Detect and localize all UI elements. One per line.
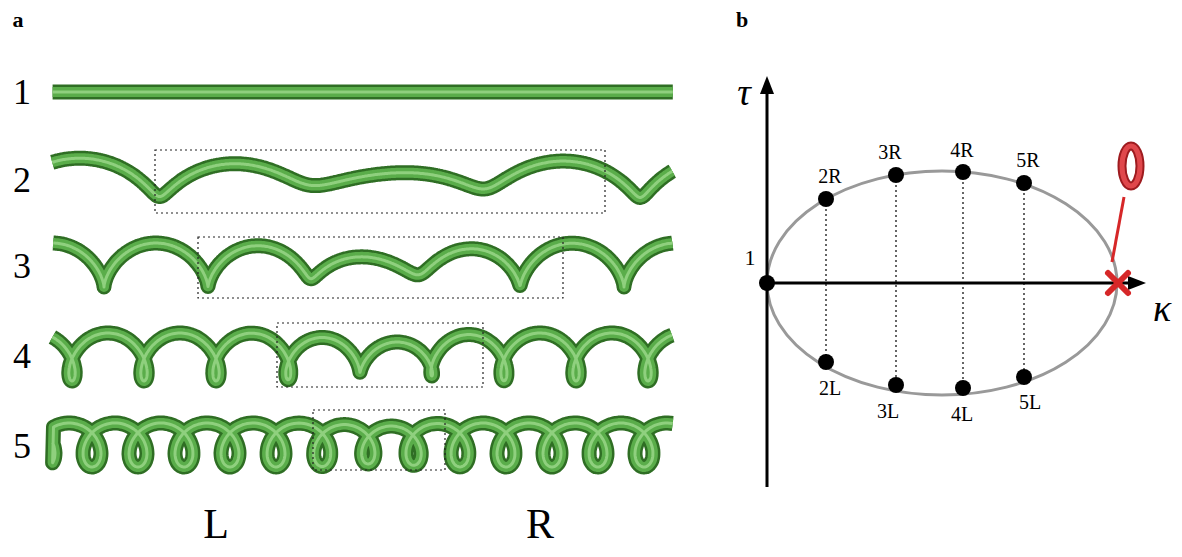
rod bbox=[53, 423, 673, 467]
label: 2R bbox=[818, 166, 841, 186]
rod bbox=[52, 158, 672, 197]
label: 4L bbox=[951, 404, 973, 424]
rod bbox=[53, 243, 672, 287]
arrow-head bbox=[760, 76, 774, 94]
label: L bbox=[203, 503, 229, 545]
label: 4 bbox=[13, 338, 31, 374]
dotted-box bbox=[313, 410, 445, 470]
torus-icon bbox=[1122, 146, 1140, 186]
rod bbox=[52, 158, 672, 197]
rod bbox=[52, 333, 672, 381]
label: 4R bbox=[950, 140, 973, 160]
rod bbox=[53, 91, 673, 94]
label: 5 bbox=[13, 428, 31, 464]
rod-shapes bbox=[52, 92, 673, 467]
label: 5L bbox=[1019, 392, 1041, 412]
label: 1 bbox=[13, 74, 31, 110]
ring-cross bbox=[1108, 273, 1128, 293]
rod bbox=[53, 243, 672, 287]
dotted-box bbox=[155, 150, 605, 213]
dotted-box bbox=[198, 237, 563, 298]
label: 3R bbox=[878, 142, 901, 162]
leader-line bbox=[1112, 197, 1124, 262]
rod bbox=[53, 423, 673, 467]
rod bbox=[53, 423, 673, 467]
rod bbox=[52, 333, 672, 381]
label: 3L bbox=[877, 401, 899, 421]
torus-icon bbox=[1122, 146, 1140, 186]
arrow-head bbox=[1128, 276, 1146, 290]
label: 1 bbox=[745, 247, 756, 269]
label: 5R bbox=[1016, 150, 1039, 170]
label: b bbox=[736, 9, 748, 31]
dotted-box bbox=[277, 323, 483, 387]
rod bbox=[53, 85, 673, 100]
label: a bbox=[13, 9, 24, 31]
label: R bbox=[526, 503, 554, 545]
label: 2L bbox=[819, 378, 841, 398]
dotted-links bbox=[826, 172, 1024, 388]
selection-boxes bbox=[155, 150, 605, 470]
rod bbox=[53, 243, 672, 287]
label: 2 bbox=[13, 162, 31, 198]
label: κ bbox=[1153, 289, 1171, 327]
state-dots bbox=[759, 164, 1032, 396]
phase-diagram bbox=[759, 76, 1146, 487]
rod bbox=[52, 158, 672, 197]
rod bbox=[52, 333, 672, 381]
label: τ bbox=[737, 73, 751, 111]
label: 3 bbox=[13, 248, 31, 284]
kappa-axis bbox=[767, 282, 1132, 285]
rod bbox=[53, 87, 673, 97]
